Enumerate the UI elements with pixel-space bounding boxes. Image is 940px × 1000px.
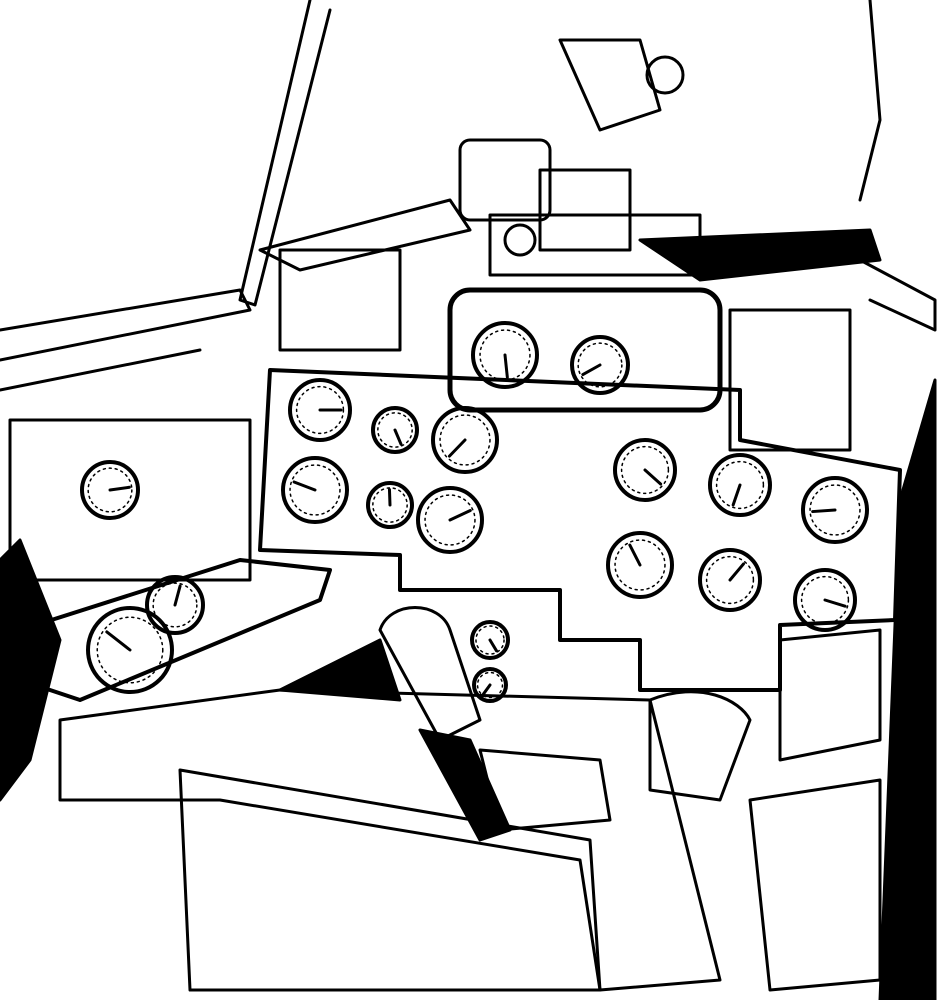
gauge-scale	[809, 484, 861, 536]
gauge-scale	[152, 582, 198, 628]
gauge-scale	[479, 329, 531, 381]
gauge-dial	[80, 460, 140, 520]
gauge-needle	[393, 428, 403, 446]
gauge-scale	[715, 460, 765, 510]
gauge-needle	[643, 468, 663, 486]
gauge-dial	[793, 568, 857, 632]
gauge-dial	[606, 531, 674, 599]
gauge-scale	[475, 625, 505, 655]
gauge-needle	[731, 483, 742, 507]
gauge-needle	[503, 353, 509, 379]
gauge-dial	[145, 575, 205, 635]
gauge-scale	[800, 575, 850, 625]
gauge-scale	[372, 487, 408, 523]
gauge-dial	[431, 406, 499, 474]
gauge-dial	[472, 667, 508, 703]
gauge-needle	[105, 630, 132, 652]
gauge-needle	[481, 683, 492, 696]
gauge-dial	[366, 481, 414, 529]
gauge-dial	[708, 453, 772, 517]
gauge-scale	[289, 464, 341, 516]
gauge-scale	[295, 385, 345, 435]
gauge-dial	[801, 476, 869, 544]
gauge-needle	[108, 485, 131, 492]
gauge-scale	[705, 555, 755, 605]
gauge-dial	[471, 321, 539, 389]
gauge-needle	[628, 543, 642, 567]
gauge-scale	[476, 671, 504, 699]
gauge-dial	[86, 606, 174, 694]
gauge-dial	[281, 456, 349, 524]
gauge-needle	[448, 509, 472, 522]
gauge-needle	[173, 584, 182, 607]
gauge-scale	[620, 445, 670, 495]
gauge-dial	[570, 335, 630, 395]
left-console	[0, 418, 332, 802]
gauge-scale	[377, 412, 413, 448]
gauge-needle	[728, 562, 745, 582]
gauge-scale	[87, 467, 133, 513]
gauge-dial	[416, 486, 484, 554]
main-instrument-panel	[258, 368, 902, 692]
gauge-scale	[424, 494, 476, 546]
gauges	[80, 321, 869, 703]
gauge-needle	[488, 638, 498, 653]
instrument-coaming	[258, 198, 882, 452]
right-console	[748, 378, 937, 1000]
gauge-dial	[371, 406, 419, 454]
gauge-dial	[470, 620, 510, 660]
canopy-frame	[0, 0, 937, 392]
gauge-needle	[823, 598, 847, 608]
gauge-needle	[447, 438, 467, 458]
gauge-needle	[292, 480, 317, 492]
gauge-dial	[698, 548, 762, 612]
gauge-scale	[614, 539, 666, 591]
gauge-scale	[577, 342, 623, 388]
gauge-scale	[96, 616, 164, 684]
cockpit-floor	[58, 638, 752, 992]
gauge-dial	[613, 438, 677, 502]
gauge-needle	[811, 508, 837, 514]
gauge-scale	[439, 414, 491, 466]
gauge-needle	[581, 363, 602, 377]
gauge-needle	[387, 488, 392, 507]
gauge-dial	[288, 378, 352, 442]
